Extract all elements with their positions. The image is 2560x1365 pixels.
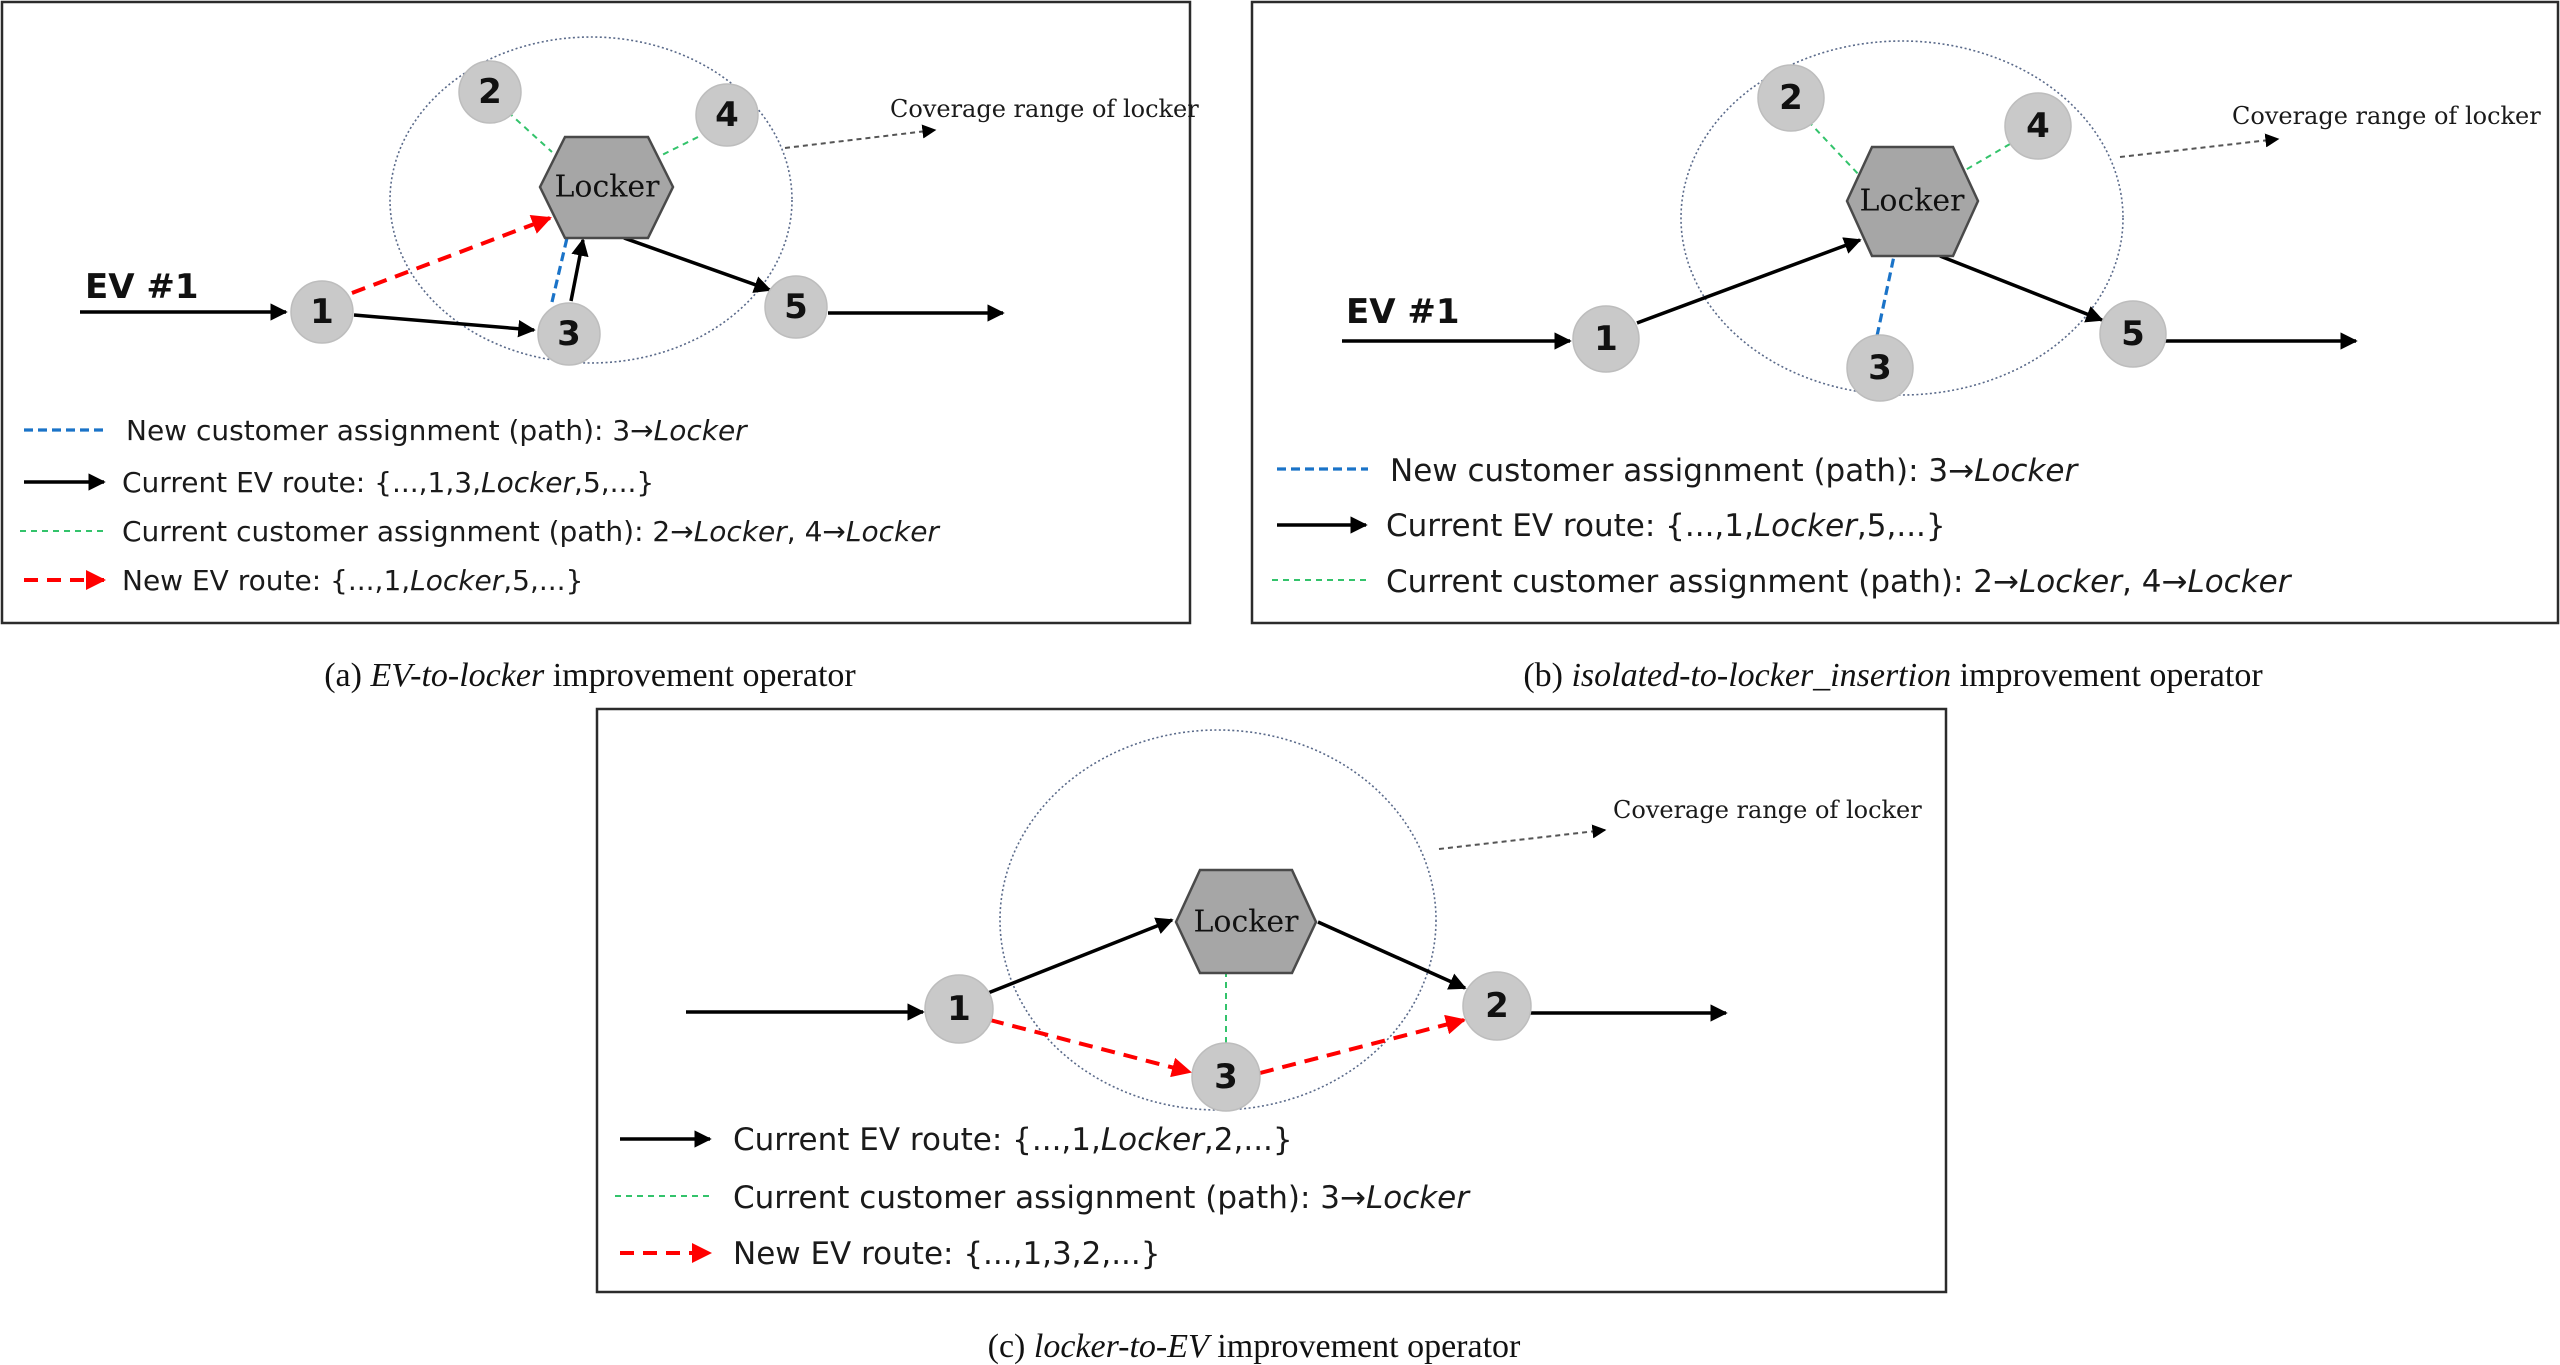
node-3: 3 xyxy=(1191,1042,1261,1112)
node-3: 3 xyxy=(1846,334,1914,402)
node-3: 3 xyxy=(537,302,601,366)
legend-current-assignment: Current customer assignment (path): 2→Lo… xyxy=(1386,564,2293,600)
route-locker-to-5 xyxy=(623,236,772,293)
node-2: 2 xyxy=(458,60,522,124)
node-1: 1 xyxy=(290,280,354,344)
svg-text:2: 2 xyxy=(478,72,502,112)
svg-text:5: 5 xyxy=(2121,314,2145,354)
assignment-2-locker xyxy=(507,111,553,153)
locker-hexagon: Locker xyxy=(1845,145,1980,258)
coverage-range-ellipse xyxy=(389,36,793,364)
node-4: 4 xyxy=(2004,92,2072,160)
assignment-4-locker xyxy=(1961,143,2011,173)
svg-text:3: 3 xyxy=(1214,1057,1238,1097)
node-1: 1 xyxy=(924,974,994,1044)
svg-text:2: 2 xyxy=(1485,986,1509,1026)
svg-text:1: 1 xyxy=(310,292,334,332)
legend-new-route: New EV route: {...,1,3,2,...} xyxy=(733,1236,1160,1272)
coverage-label: Coverage range of locker xyxy=(890,95,1199,123)
route-1-to-locker xyxy=(1636,237,1862,325)
node-5: 5 xyxy=(2099,300,2167,368)
ev-label: EV #1 xyxy=(1346,292,1460,332)
caption-b: (b) isolated-to-locker_insertion improve… xyxy=(1523,657,2263,694)
new-assignment-3-locker xyxy=(1875,255,1896,337)
coverage-pointer-arrow xyxy=(1438,824,1607,850)
node-5: 5 xyxy=(764,275,828,339)
ev-label: EV #1 xyxy=(85,267,199,307)
caption-c: (c) locker-to-EV improvement operator xyxy=(988,1328,1521,1365)
legend: New customer assignment (path): 3→Locker… xyxy=(1272,453,2293,600)
route-1-to-locker xyxy=(987,917,1174,995)
node-4: 4 xyxy=(695,83,759,147)
svg-text:4: 4 xyxy=(715,95,739,135)
legend-current-assignment: Current customer assignment (path): 2→Lo… xyxy=(122,515,940,548)
new-route-1-to-locker xyxy=(351,215,552,295)
route-locker-to-5 xyxy=(1939,254,2104,323)
node-2: 2 xyxy=(1757,64,1825,132)
locker-hexagon: Locker xyxy=(1174,868,1318,975)
locker-label: Locker xyxy=(1193,905,1299,940)
svg-text:1: 1 xyxy=(1594,319,1618,359)
legend-current-route: Current EV route: {...,1,Locker,5,...} xyxy=(1386,508,1946,544)
svg-text:1: 1 xyxy=(947,989,971,1029)
coverage-pointer-arrow xyxy=(784,124,937,149)
coverage-pointer-arrow xyxy=(2119,133,2280,158)
new-route-3-to-2 xyxy=(1259,1014,1466,1075)
route-locker-to-2 xyxy=(1317,920,1467,990)
panel-c-border xyxy=(595,707,1948,1294)
caption-a: (a) EV-to-locker improvement operator xyxy=(324,657,856,694)
node-1: 1 xyxy=(1572,305,1640,373)
route-3-to-locker xyxy=(569,238,589,302)
new-route-1-to-3 xyxy=(989,1018,1192,1078)
svg-text:3: 3 xyxy=(557,314,581,354)
svg-text:3: 3 xyxy=(1868,348,1892,388)
panel-b: Coverage range of locker EV #1 Locker 1 … xyxy=(1250,0,2560,625)
legend-current-route: Current EV route: {...,1,Locker,2,...} xyxy=(733,1122,1293,1158)
panel-c: Coverage range of locker Locker 1 2 3 Cu… xyxy=(595,707,1948,1294)
coverage-label: Coverage range of locker xyxy=(1613,796,1922,824)
panel-b-border xyxy=(1250,0,2560,625)
assignment-2-locker xyxy=(1807,120,1863,179)
coverage-label: Coverage range of locker xyxy=(2232,102,2541,130)
legend-new-assignment: New customer assignment (path): 3→Locker xyxy=(1390,453,2079,489)
svg-text:5: 5 xyxy=(784,287,808,327)
node-2: 2 xyxy=(1462,971,1532,1041)
legend-current-assignment: Current customer assignment (path): 3→Lo… xyxy=(733,1180,1471,1216)
locker-label: Locker xyxy=(554,170,660,205)
route-1-to-3 xyxy=(353,313,536,338)
legend: New customer assignment (path): 3→Locker… xyxy=(20,414,940,597)
panel-a: Coverage range of locker EV #1 Locker 1 … xyxy=(0,0,1199,625)
locker-hexagon: Locker xyxy=(538,135,675,240)
locker-label: Locker xyxy=(1859,184,1965,219)
legend: Current EV route: {...,1,Locker,2,...} C… xyxy=(615,1122,1471,1272)
coverage-range-ellipse xyxy=(1680,40,2124,396)
svg-text:4: 4 xyxy=(2026,106,2050,146)
svg-text:2: 2 xyxy=(1779,78,1803,118)
legend-new-route: New EV route: {...,1,Locker,5,...} xyxy=(122,564,583,597)
legend-current-route: Current EV route: {...,1,3,Locker,5,...} xyxy=(122,466,654,499)
panel-a-border xyxy=(0,0,1192,625)
legend-new-assignment: New customer assignment (path): 3→Locker xyxy=(126,414,748,447)
assignment-4-locker xyxy=(659,136,699,157)
new-assignment-3-locker xyxy=(550,237,569,303)
